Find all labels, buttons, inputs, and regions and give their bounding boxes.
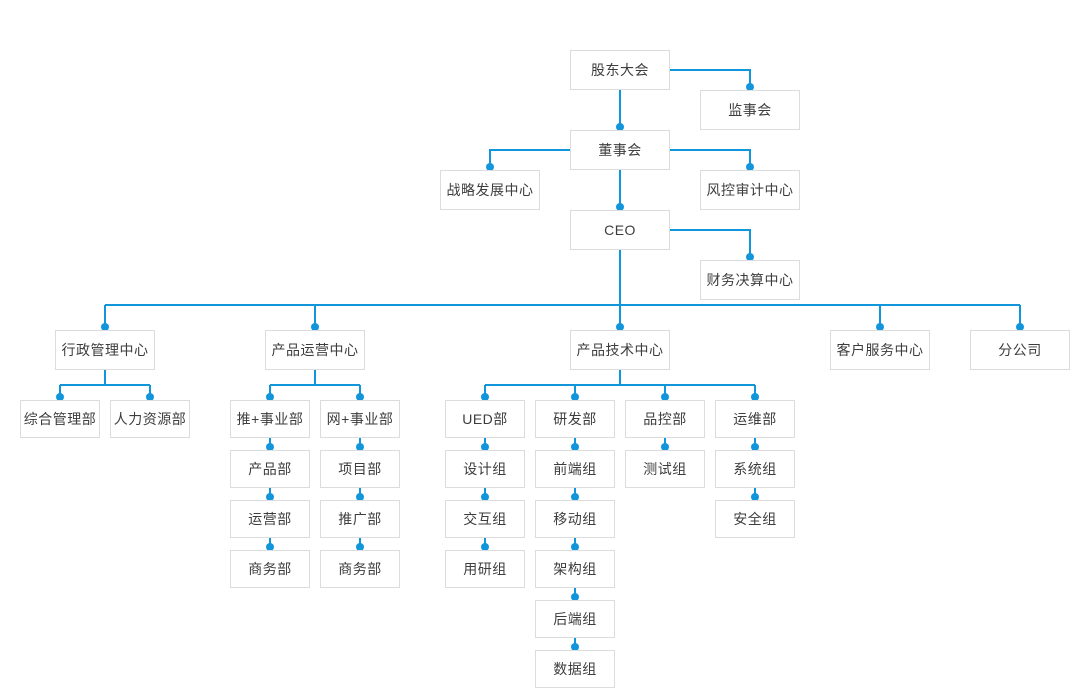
org-node-ued[interactable]: UED部 [445,400,525,438]
org-node-label: 客户服务中心 [836,342,924,358]
org-node-riskaudit[interactable]: 风控审计中心 [700,170,800,210]
org-node-label: 监事会 [728,102,772,118]
org-node-label: 前端组 [553,461,597,477]
org-node-datateam[interactable]: 数据组 [535,650,615,688]
org-node-product[interactable]: 产品部 [230,450,310,488]
org-node-label: 品控部 [643,411,687,427]
org-node-qa[interactable]: 品控部 [625,400,705,438]
org-node-label: 商务部 [248,561,292,577]
org-node-label: 数据组 [553,661,597,677]
org-node-system[interactable]: 系统组 [715,450,795,488]
org-node-label: 商务部 [338,561,382,577]
org-node-label: 交互组 [463,511,507,527]
org-node-label: 安全组 [733,511,777,527]
org-node-label: 架构组 [553,561,597,577]
org-node-label: 网+事业部 [326,411,394,427]
org-node-label: 战略发展中心 [446,182,534,198]
org-node-customer[interactable]: 客户服务中心 [830,330,930,370]
org-node-label: 后端组 [553,611,597,627]
org-node-ops[interactable]: 运维部 [715,400,795,438]
org-node-label: 推广部 [338,511,382,527]
org-node-label: 产品运营中心 [271,342,359,358]
org-node-label: 研发部 [553,411,597,427]
org-node-label: CEO [604,222,636,238]
org-node-label: 用研组 [463,561,507,577]
org-node-branch[interactable]: 分公司 [970,330,1070,370]
org-node-label: 运营部 [248,511,292,527]
org-node-mobile[interactable]: 移动组 [535,500,615,538]
connector-line [670,149,751,170]
org-node-admin[interactable]: 行政管理中心 [55,330,155,370]
org-node-label: 设计组 [463,461,507,477]
org-node-test[interactable]: 测试组 [625,450,705,488]
org-node-label: 综合管理部 [23,411,97,427]
org-node-label: 项目部 [338,461,382,477]
org-node-prodtech[interactable]: 产品技术中心 [570,330,670,370]
org-node-label: UED部 [462,411,508,427]
org-node-label: 测试组 [643,461,687,477]
org-node-security[interactable]: 安全组 [715,500,795,538]
org-node-prodops[interactable]: 产品运营中心 [265,330,365,370]
org-node-general[interactable]: 综合管理部 [20,400,100,438]
org-node-business2[interactable]: 商务部 [320,550,400,588]
org-node-label: 产品部 [248,461,292,477]
org-node-finance[interactable]: 财务决算中心 [700,260,800,300]
org-node-ceo[interactable]: CEO [570,210,670,250]
org-node-research[interactable]: 用研组 [445,550,525,588]
org-node-label: 移动组 [553,511,597,527]
org-node-design[interactable]: 设计组 [445,450,525,488]
org-node-frontend[interactable]: 前端组 [535,450,615,488]
org-node-shareholders[interactable]: 股东大会 [570,50,670,90]
org-node-wang[interactable]: 网+事业部 [320,400,400,438]
org-node-interaction[interactable]: 交互组 [445,500,525,538]
org-node-tui[interactable]: 推+事业部 [230,400,310,438]
org-node-rd[interactable]: 研发部 [535,400,615,438]
org-node-hr[interactable]: 人力资源部 [110,400,190,438]
org-node-label: 行政管理中心 [61,342,149,358]
org-node-supervisors[interactable]: 监事会 [700,90,800,130]
org-node-backend[interactable]: 后端组 [535,600,615,638]
connector-line [670,69,751,90]
org-node-label: 人力资源部 [113,411,187,427]
org-node-promotion[interactable]: 推广部 [320,500,400,538]
connector-line [489,149,570,170]
org-node-architecture[interactable]: 架构组 [535,550,615,588]
org-node-label: 股东大会 [591,62,649,78]
org-node-board[interactable]: 董事会 [570,130,670,170]
org-node-business1[interactable]: 商务部 [230,550,310,588]
org-node-label: 风控审计中心 [706,182,794,198]
org-node-label: 推+事业部 [236,411,304,427]
org-node-strategy[interactable]: 战略发展中心 [440,170,540,210]
org-node-operations[interactable]: 运营部 [230,500,310,538]
org-node-label: 董事会 [598,142,642,158]
org-node-label: 产品技术中心 [576,342,664,358]
org-node-label: 系统组 [733,461,777,477]
org-node-project[interactable]: 项目部 [320,450,400,488]
org-node-label: 运维部 [733,411,777,427]
org-node-label: 分公司 [998,342,1042,358]
org-node-label: 财务决算中心 [706,272,794,288]
connector-line [670,229,751,260]
